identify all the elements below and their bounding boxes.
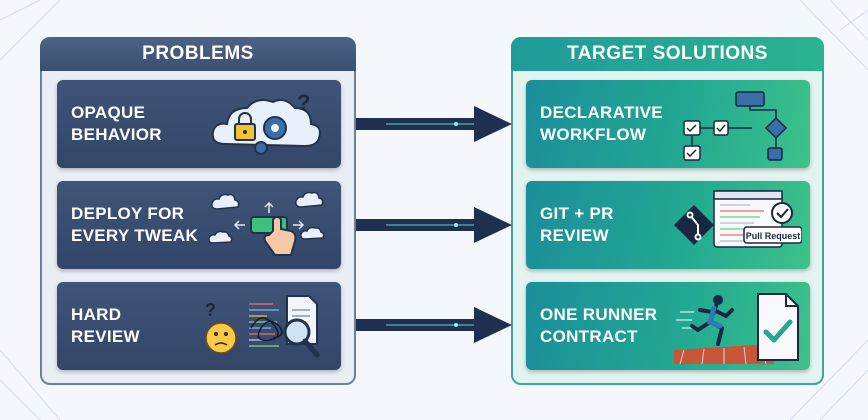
solution-card-git-pr: GIT + PR REVIEW Pull Request bbox=[526, 181, 810, 269]
pull-request-badge: Pull Request bbox=[746, 231, 801, 241]
solution-card-runner: ONE RUNNER CONTRACT bbox=[526, 282, 810, 370]
problem-title: HARD REVIEW bbox=[71, 305, 140, 346]
solution-title: GIT + PR REVIEW bbox=[540, 204, 614, 245]
solution-title: ONE RUNNER CONTRACT bbox=[540, 305, 658, 346]
problems-header: PROBLEMS bbox=[40, 37, 356, 71]
runner-contract-icon bbox=[674, 293, 799, 364]
solutions-header: TARGET SOLUTIONS bbox=[511, 37, 824, 71]
arrow-right-icon bbox=[356, 207, 512, 243]
svg-text:?: ? bbox=[297, 90, 310, 115]
svg-text:?: ? bbox=[205, 300, 216, 320]
problem-card-opaque-behavior: OPAQUE BEHAVIOR ? bbox=[57, 80, 341, 168]
arrow-right-icon bbox=[356, 307, 512, 343]
problem-card-deploy: DEPLOY FOR EVERY TWEAK bbox=[57, 181, 341, 269]
problem-card-hard-review: HARD REVIEW ? bbox=[57, 282, 341, 370]
cloud-lock-gear-icon: ? bbox=[211, 90, 321, 155]
arrow-right-icon bbox=[356, 106, 512, 142]
git-pull-request-icon: Pull Request bbox=[674, 190, 802, 248]
flowchart-icon bbox=[683, 91, 788, 161]
problem-title: OPAQUE BEHAVIOR bbox=[71, 103, 162, 144]
solution-card-declarative: DECLARATIVE WORKFLOW bbox=[526, 80, 810, 168]
solution-title: DECLARATIVE WORKFLOW bbox=[540, 103, 663, 144]
problem-title: DEPLOY FOR EVERY TWEAK bbox=[71, 204, 199, 245]
confused-code-review-icon: ? bbox=[205, 295, 320, 358]
cloud-deploy-click-icon bbox=[208, 191, 325, 256]
